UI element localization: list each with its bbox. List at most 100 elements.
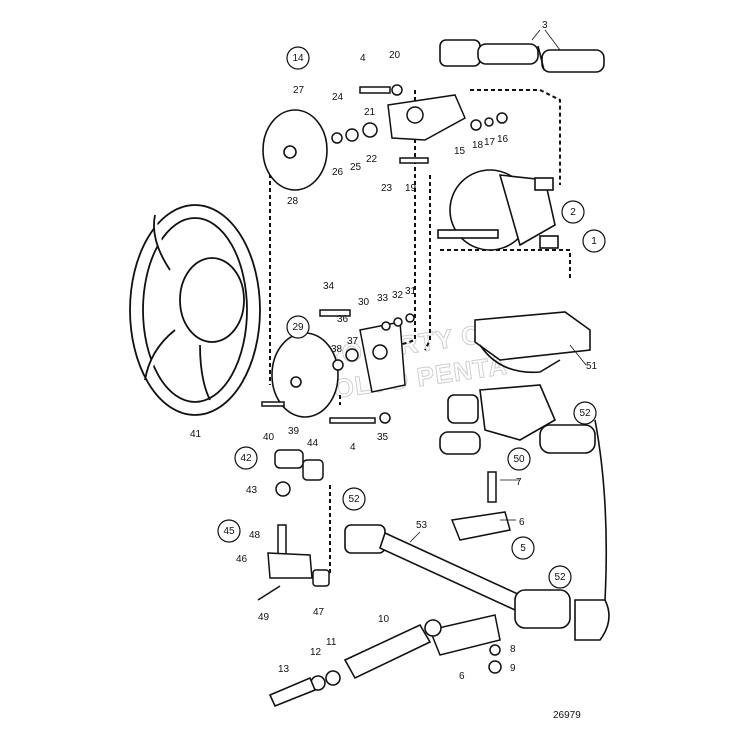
cover-27-hole	[283, 145, 297, 159]
callout: 28	[287, 196, 299, 207]
bracket-plate-21	[387, 94, 466, 141]
callout: 47	[313, 607, 325, 618]
washer-18	[470, 119, 482, 131]
cover-39	[271, 332, 339, 418]
bushing-22	[362, 122, 378, 138]
callout: 11	[326, 637, 337, 648]
bolt-34	[319, 309, 351, 317]
callout: 6	[519, 517, 525, 528]
circled-callout: 52	[573, 401, 597, 425]
svg-text:42: 42	[240, 453, 252, 464]
callout: 4	[360, 53, 366, 64]
callout: 44	[307, 438, 319, 449]
cover-27	[262, 109, 328, 191]
shaft-53	[344, 419, 610, 641]
dashed-line-cable-upper	[470, 89, 561, 185]
svg-text:52: 52	[348, 494, 360, 505]
svg-text:52: 52	[579, 408, 591, 419]
helm-unit-2	[437, 169, 559, 251]
callout: 7	[516, 477, 522, 488]
callout: 27	[293, 85, 305, 96]
helm-fitting-upper	[534, 177, 554, 191]
bolt-7	[487, 471, 497, 503]
bushing-37	[345, 348, 359, 362]
callout: 13	[278, 664, 290, 675]
nut-35	[379, 412, 391, 424]
circled-callout: 52	[342, 487, 366, 511]
svg-text:1: 1	[591, 236, 597, 247]
circled-callout: 5	[511, 536, 535, 560]
callout: 49	[258, 612, 270, 623]
cover-39-hole	[290, 376, 302, 388]
linkage-parts	[257, 449, 330, 601]
callout: 53	[416, 520, 428, 531]
callout-numbers: 3 4 20 24 21 27 26 25 22 15 18 17 16 23 …	[190, 20, 598, 682]
wheel-spoke-3	[144, 329, 176, 381]
shaft-end-fitting	[344, 524, 386, 554]
callout: 51	[586, 361, 598, 372]
callout: 46	[236, 554, 248, 565]
bolt-4-upper	[359, 86, 391, 94]
circled-callout: 14	[286, 46, 310, 70]
callout: 39	[288, 426, 300, 437]
callout: 26	[332, 167, 344, 178]
callout: 33	[377, 293, 389, 304]
callout: 48	[249, 530, 261, 541]
callout: 37	[347, 336, 359, 347]
svg-text:29: 29	[292, 322, 304, 333]
screw-23	[399, 157, 429, 164]
svg-text:52: 52	[554, 572, 566, 583]
callout: 31	[405, 286, 417, 297]
callout: 35	[377, 432, 389, 443]
circled-callout: 2	[561, 200, 585, 224]
callout: 30	[358, 297, 370, 308]
shaft-elbow	[574, 599, 610, 641]
washer-11	[325, 670, 341, 686]
washer-38	[332, 359, 344, 371]
cylinder-ball-end	[424, 619, 442, 637]
circled-callout: 1	[582, 229, 606, 253]
nut-31	[405, 313, 415, 323]
callout: 18	[472, 140, 484, 151]
clamp-upper	[450, 511, 511, 541]
steering-cable-part-3	[439, 39, 605, 73]
cable-break-mark	[537, 45, 545, 71]
callout: 40	[263, 432, 275, 443]
cylinder-10	[268, 619, 442, 708]
callout: 6	[459, 671, 465, 682]
shaft-coupling	[514, 589, 571, 629]
cable-section-b	[541, 49, 605, 73]
cable-section-a	[477, 43, 539, 65]
clamp-6	[428, 471, 511, 674]
control-unit-51	[474, 311, 591, 374]
bracket-hole-lower	[372, 344, 388, 360]
valve-block-50	[439, 384, 596, 455]
callout: 20	[389, 50, 401, 61]
callout: 15	[454, 146, 466, 157]
callout: 17	[484, 137, 496, 148]
callout: 19	[405, 183, 417, 194]
control-unit-body	[474, 311, 591, 361]
circled-callout: 45	[217, 519, 241, 543]
callout: 24	[332, 92, 344, 103]
bracket-hole	[406, 106, 424, 124]
circled-callout: 42	[234, 446, 258, 470]
callout: 22	[366, 154, 378, 165]
cylinder-body	[343, 623, 432, 680]
circled-callout: 50	[507, 447, 531, 471]
callout: 3	[542, 20, 548, 31]
shaft-tube	[379, 531, 521, 612]
drawing-number: 26979	[553, 710, 581, 721]
wheel-spoke-1	[153, 214, 171, 271]
callout: 12	[310, 647, 322, 658]
nut-26	[331, 132, 343, 144]
dashed-line-helm	[424, 175, 431, 351]
svg-text:5: 5	[520, 543, 526, 554]
callout: 25	[350, 162, 362, 173]
nut-47	[312, 569, 330, 587]
circled-callout: 29	[286, 315, 310, 339]
washer-17	[484, 117, 494, 127]
wheel-spoke-2	[199, 344, 211, 401]
